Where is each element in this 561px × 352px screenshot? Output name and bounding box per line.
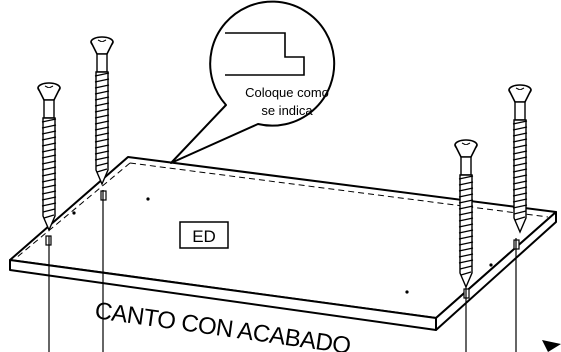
- detail-callout: Coloque como se indica: [170, 0, 336, 164]
- panel-label-text: ED: [192, 227, 216, 246]
- screw-2: [90, 36, 114, 185]
- callout-text-line1: Coloque como: [245, 85, 329, 100]
- callout-text-line2: se indica: [261, 103, 313, 118]
- panel-board: [9, 156, 557, 331]
- arrow-icon: [542, 340, 561, 352]
- screw-guide-lines: [48, 190, 517, 352]
- panel-label: ED: [179, 221, 229, 249]
- screw-1: [37, 82, 61, 231]
